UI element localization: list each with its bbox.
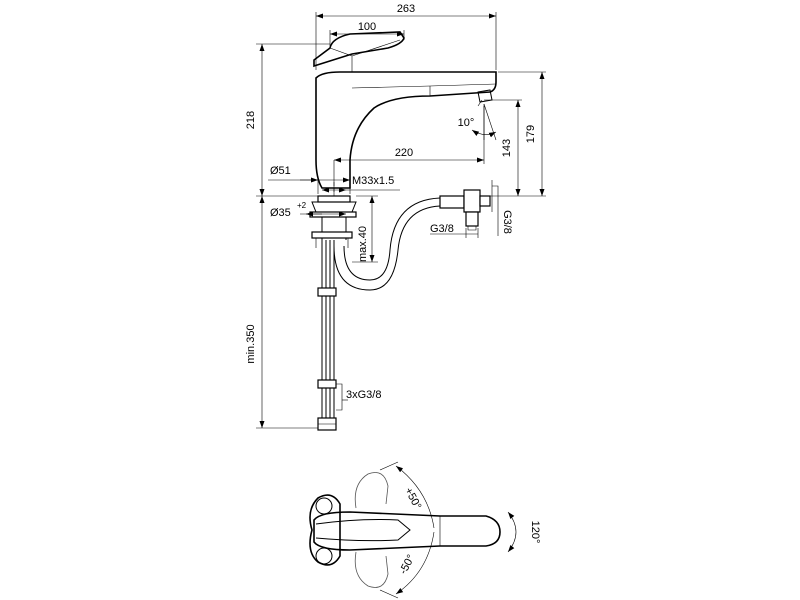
base-flange: [317, 195, 351, 203]
dim-outlet-height: 143: [484, 99, 522, 196]
diverter-valve: [439, 189, 491, 231]
dim-spout-angle: 10°: [458, 103, 497, 141]
dim-label-d51: Ø51: [270, 165, 291, 177]
dim-label-220: 220: [395, 147, 413, 159]
dim-label-thread: M33x1.5: [352, 175, 394, 187]
dim-thread: M33x1.5: [322, 175, 400, 193]
faucet-body-outline: [315, 71, 497, 189]
dim-label-d35: Ø35: [270, 207, 291, 219]
dim-label-tolerance: +2: [297, 201, 307, 210]
lever-ghost-minus50: [354, 551, 389, 588]
dim-rotation-minus: -50°: [379, 531, 435, 599]
pull-out-hose: [333, 205, 441, 291]
dim-label-min350: min.350: [245, 324, 257, 363]
dim-label-g38-h: G3/8: [430, 223, 454, 235]
dim-lever-width: 100: [329, 21, 405, 46]
dim-label-120deg: 120°: [529, 521, 541, 544]
dim-valve-outlet-h: G3/8: [430, 223, 479, 238]
dim-hose-connections: 3xG3/8: [336, 383, 381, 411]
dim-hose-length: min.350: [245, 196, 318, 429]
dim-base-diameter: Ø51: [268, 165, 351, 194]
dim-hole-diameter: Ø35 +2: [270, 201, 346, 219]
dim-spout-top-height: 179: [490, 71, 546, 197]
side-view: 263 100 218 179 143: [245, 3, 546, 431]
lever-handle: [313, 31, 405, 68]
dim-valve-outlet-v: G3/8: [491, 180, 513, 236]
dim-spout-reach: 220: [333, 106, 485, 194]
dim-deck-thickness: max.40: [352, 195, 378, 263]
dim-label-g38-v: G3/8: [501, 210, 513, 234]
top-lever: [315, 519, 411, 542]
lever-ghost-plus50: [354, 472, 389, 509]
dim-label-max40: max.40: [357, 226, 369, 262]
dim-label-plus50: +50°: [402, 486, 423, 512]
dim-rotation-plus: +50°: [379, 461, 435, 529]
dim-overall-width: 263: [315, 3, 497, 70]
dim-total-height: 218: [245, 43, 330, 197]
dim-label-100: 100: [358, 21, 376, 33]
top-spout-body: [313, 511, 501, 551]
dim-label-3xg38: 3xG3/8: [346, 389, 381, 401]
dim-label-218: 218: [245, 111, 257, 129]
top-view: +50° -50° 120°: [309, 461, 541, 599]
dim-label-minus50: -50°: [397, 553, 417, 577]
dim-label-179: 179: [525, 125, 537, 143]
dim-label-10deg: 10°: [458, 117, 475, 129]
dim-label-263: 263: [397, 3, 415, 15]
dim-label-143: 143: [501, 139, 513, 157]
dim-spout-swivel: 120°: [507, 511, 541, 553]
